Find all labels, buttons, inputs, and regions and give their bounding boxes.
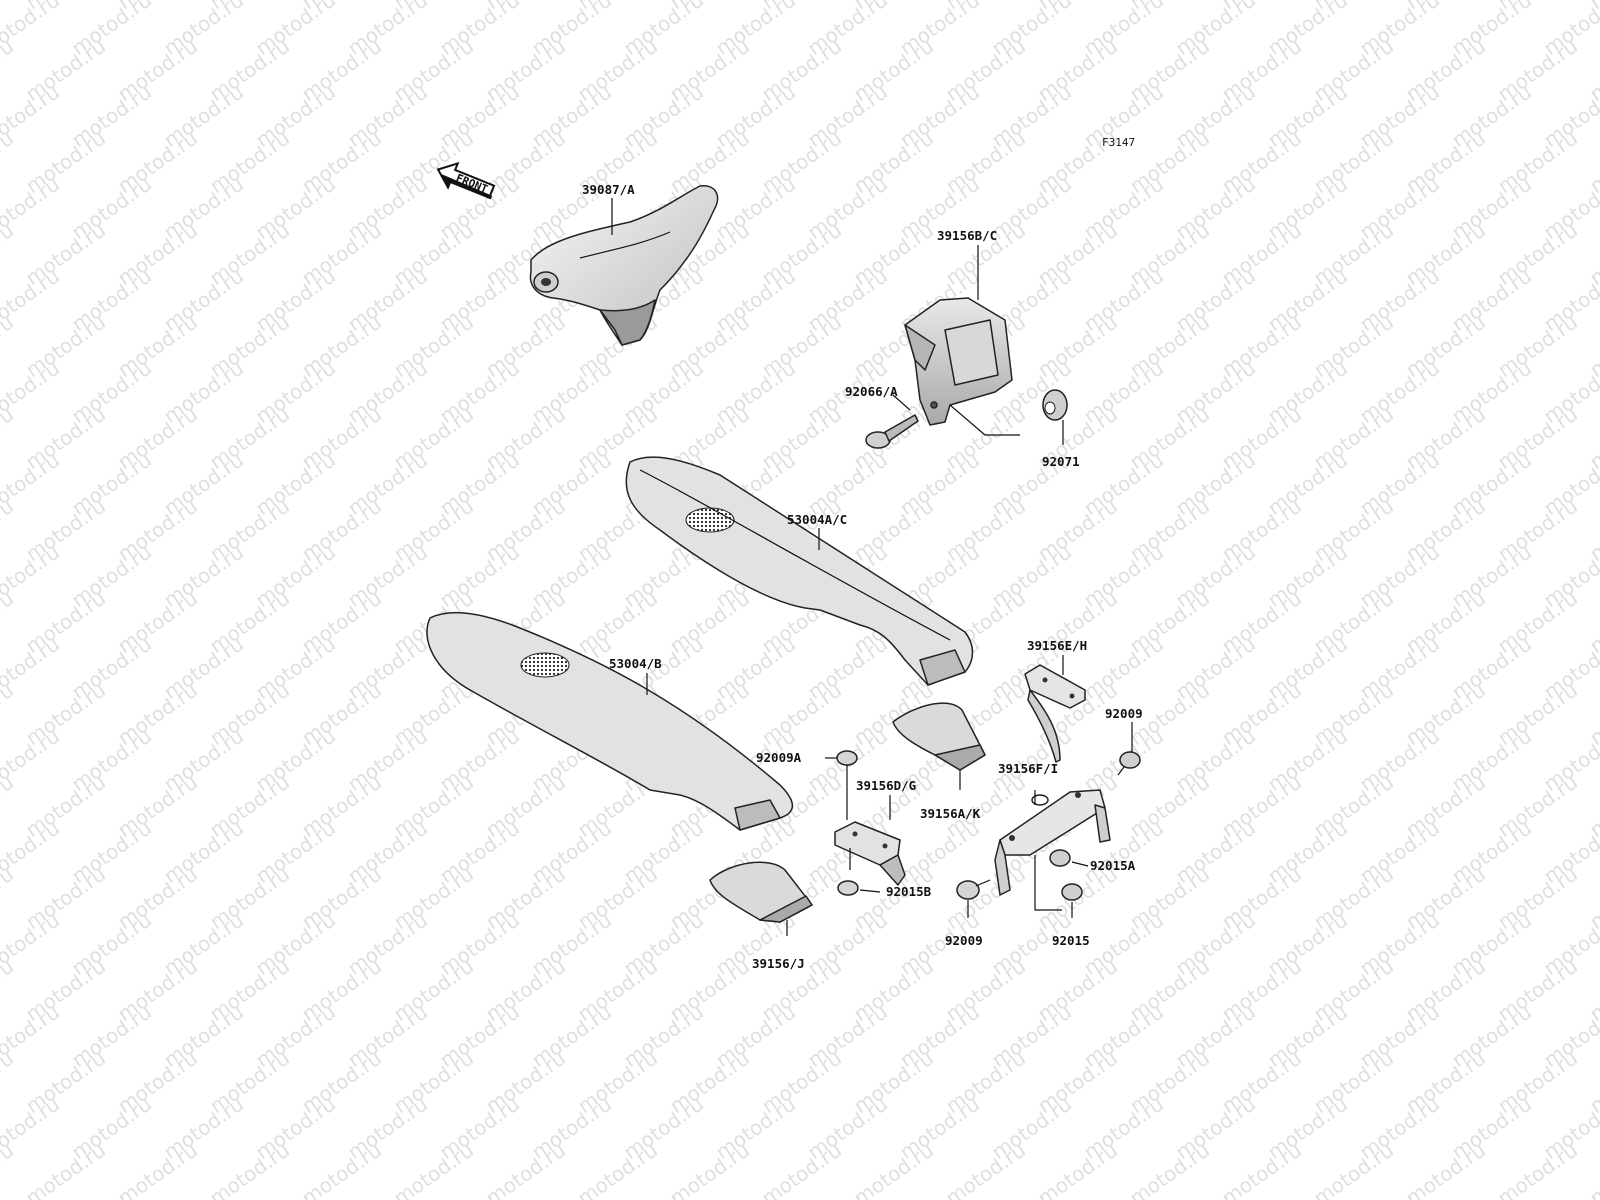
part-39156FI-bracket bbox=[994, 789, 1111, 896]
watermark-text: motod.ru bbox=[0, 34, 18, 106]
watermark-text: motod.ru bbox=[1033, 1138, 1122, 1200]
label-39156EH: 39156E/H bbox=[1027, 638, 1087, 653]
label-92071: 92071 bbox=[1042, 454, 1080, 469]
watermark-text: motod.ru bbox=[1493, 1138, 1582, 1200]
part-92015A-nut bbox=[1049, 849, 1071, 867]
part-92066A-screw bbox=[865, 401, 938, 449]
watermark-text: motod.ru bbox=[1401, 1138, 1490, 1200]
watermark-text: motod.ru bbox=[0, 770, 18, 842]
part-53004AC-side-panel bbox=[625, 456, 974, 686]
watermark-text: motod.ru bbox=[1309, 1138, 1398, 1200]
watermark-text: motod.ru bbox=[0, 494, 18, 566]
watermark-text: motod.ru bbox=[665, 1138, 754, 1200]
watermark-text: motod.ru bbox=[481, 1138, 570, 1200]
watermark-text: motod.ru bbox=[297, 1138, 386, 1200]
watermark-text: motod.ru bbox=[389, 1138, 478, 1200]
label-92009A: 92009A bbox=[756, 750, 802, 765]
part-labels: 39087/A 39156B/C 92066/A 92071 53004A/C … bbox=[582, 182, 1143, 971]
watermark-text: motod.ru bbox=[0, 218, 18, 290]
part-92009A-screw bbox=[836, 750, 858, 820]
label-53004B: 53004/B bbox=[609, 656, 662, 671]
part-39156EH-bracket bbox=[1024, 664, 1086, 763]
part-39156DG-bracket bbox=[834, 821, 906, 886]
label-92015: 92015 bbox=[1052, 933, 1090, 948]
label-53004AC: 53004A/C bbox=[787, 512, 847, 527]
watermark-text: motod.ru bbox=[573, 1138, 662, 1200]
label-39156BC: 39156B/C bbox=[937, 228, 997, 243]
watermark-text: motod.ru bbox=[0, 862, 18, 934]
part-39156J-pad bbox=[709, 861, 813, 923]
watermark-text: motod.ru bbox=[0, 310, 18, 382]
part-39156AK-pad bbox=[892, 702, 986, 771]
part-92015B-screw bbox=[837, 880, 859, 896]
watermark-text: motod.ru bbox=[0, 402, 18, 474]
watermark-text: motod.ru bbox=[0, 126, 18, 198]
label-92015A: 92015A bbox=[1090, 858, 1136, 873]
watermark-text: motod.ru bbox=[1125, 1138, 1214, 1200]
watermark-text: motod.ru bbox=[21, 1138, 110, 1200]
watermark-text: motod.ru bbox=[0, 586, 18, 658]
watermark-text: motod.ru bbox=[849, 1138, 938, 1200]
label-39156AK: 39156A/K bbox=[920, 806, 981, 821]
leader-lines bbox=[611, 198, 1133, 936]
part-92009-bolt-top bbox=[1117, 751, 1141, 776]
watermark-text: motod.ru bbox=[1585, 1138, 1600, 1200]
watermark-text: motod.ru bbox=[0, 954, 18, 1026]
watermark-text: motod.ru bbox=[941, 1138, 1030, 1200]
watermark-text: motod.ru bbox=[757, 1138, 846, 1200]
figure-code: F3147 bbox=[1102, 136, 1135, 149]
part-92015-nut bbox=[1061, 883, 1083, 901]
part-53004B-side-panel bbox=[426, 611, 794, 831]
watermark-text: motod.ru bbox=[1217, 1138, 1306, 1200]
watermark-text: motod.ru bbox=[0, 1138, 18, 1200]
label-39087A: 39087/A bbox=[582, 182, 635, 197]
part-92071-grommet bbox=[1042, 389, 1068, 421]
label-39156DG: 39156D/G bbox=[856, 778, 916, 793]
part-39087A-tank-pad bbox=[529, 185, 719, 346]
watermark-text: motod.ru bbox=[0, 1046, 18, 1118]
label-39156FI: 39156F/I bbox=[998, 761, 1058, 776]
part-39156BC-cover bbox=[904, 297, 1013, 436]
label-92009-bottom: 92009 bbox=[945, 933, 983, 948]
label-92009-top: 92009 bbox=[1105, 706, 1143, 721]
label-92015B: 92015B bbox=[886, 884, 932, 899]
label-39156J: 39156/J bbox=[752, 956, 805, 971]
part-92009-bolt-bottom bbox=[956, 879, 991, 900]
watermark-text: motod.ru bbox=[113, 1138, 202, 1200]
label-92066A: 92066/A bbox=[845, 384, 898, 399]
watermark-text: motod.ru bbox=[0, 678, 18, 750]
watermark-text: motod.ru bbox=[205, 1138, 294, 1200]
